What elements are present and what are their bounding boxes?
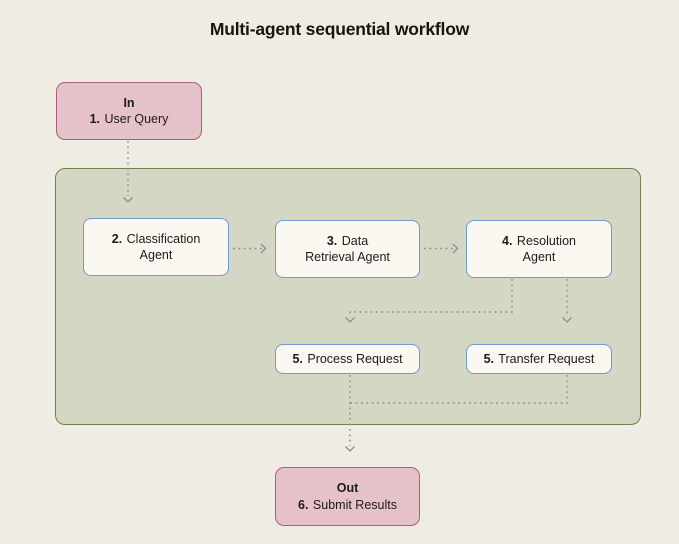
edge-process-request-to-out [345,375,355,452]
node-transfer-request: 5. Transfer Request [466,344,612,374]
node-process-request: 5. Process Request [275,344,420,374]
edge-transfer-request-join [350,375,568,404]
edge-resolution-to-process-request [345,279,513,323]
diagram-title: Multi-agent sequential workflow [209,19,470,39]
node-out-header: Out [336,481,359,495]
node-out-submit-results: Out 6. Submit Results [275,467,420,526]
node-in-number: 1. [89,112,101,126]
node-in-user-query: In 1. User Query [56,82,202,140]
node-data-retrieval-agent: 3. Data Retrieval Agent [275,220,420,278]
edge-classification-to-data-retrieval [233,243,267,254]
node-classification-line1: 2. Classification [112,231,201,248]
node-process-number: 5. [292,351,303,366]
node-process-line: 5. Process Request [292,351,402,368]
node-resolution-label2: Agent [522,250,556,264]
node-resolution-agent: 4. Resolution Agent [466,220,612,278]
node-resolution-number: 4. [502,233,513,248]
node-out-label-line: 6. Submit Results [298,497,397,514]
node-data-retrieval-label2: Retrieval Agent [305,250,390,264]
node-classification-number: 2. [111,231,123,246]
edge-resolution-to-transfer-request [562,279,572,323]
agent-group-container [55,168,641,425]
node-transfer-line: 5. Transfer Request [484,351,595,368]
node-process-label: Process Request [307,351,403,366]
node-transfer-label: Transfer Request [498,351,595,366]
edge-data-retrieval-to-resolution [424,243,459,254]
edge-in-to-classification [123,141,133,203]
node-data-retrieval-label1: Data [341,233,369,248]
node-transfer-number: 5. [483,351,495,366]
node-classification-label2: Agent [139,248,173,262]
node-classification-agent: 2. Classification Agent [83,218,229,276]
node-in-header: In [123,95,135,110]
node-out-number: 6. [298,497,309,512]
node-classification-label1: Classification [126,231,201,246]
node-resolution-line1: 4. Resolution [502,233,576,250]
node-out-label: Submit Results [312,497,397,512]
node-data-retrieval-number: 3. [326,233,338,248]
node-resolution-label1: Resolution [516,233,576,248]
node-in-label-line: 1. User Query [90,111,169,128]
node-data-retrieval-line1: 3. Data [327,233,368,250]
node-in-label: User Query [104,112,169,126]
